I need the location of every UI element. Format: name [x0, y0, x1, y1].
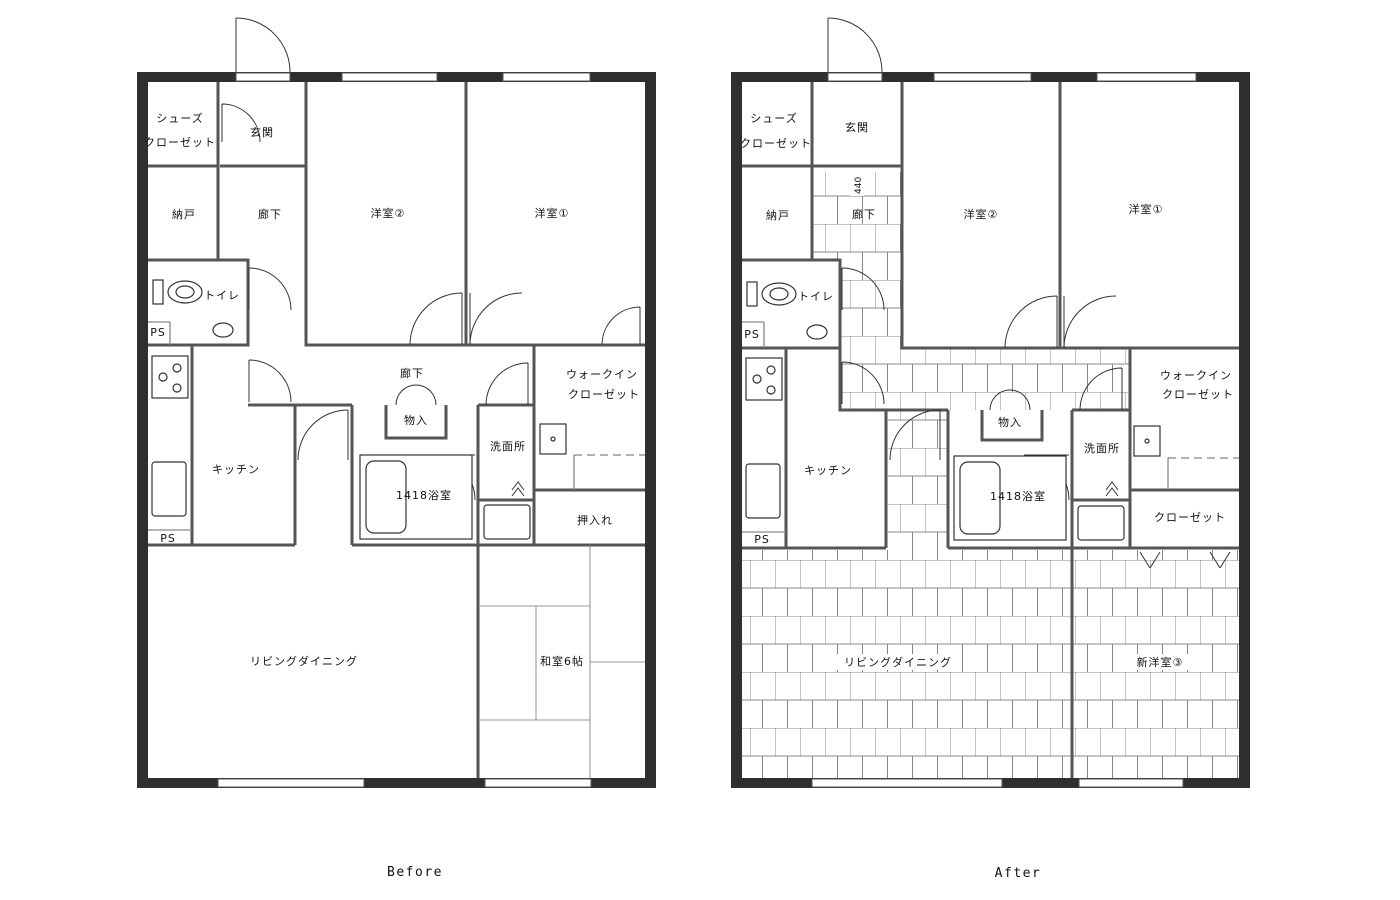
- front-door-icon: [827, 17, 883, 74]
- room-label-hallway-upper: 廊下: [852, 207, 876, 221]
- room-label-western-room-1: 洋室①: [1129, 202, 1164, 216]
- bathtub-icon: [359, 454, 473, 540]
- interior-walls: [148, 82, 645, 778]
- after-caption: After: [995, 866, 1042, 881]
- room-label-oshiire: 押入れ: [577, 513, 613, 527]
- room-label-entrance: 玄関: [250, 125, 274, 139]
- sink-icon: [151, 461, 187, 517]
- room-label-toilet: トイレ: [798, 290, 834, 303]
- room-label-toilet: トイレ: [204, 289, 240, 302]
- dimension-marker: 440: [850, 172, 864, 196]
- room-label-bathroom: 1418浴室: [396, 488, 452, 502]
- washbasin-icon: [1077, 505, 1125, 541]
- before-plan: シューズ クローゼット 玄関 納戸 廊下 洋室② 洋室① トイレ PS 廊下 ウ…: [137, 17, 656, 880]
- room-label-shoes-closet-2: クローゼット: [740, 137, 812, 150]
- room-label-ps: PS: [150, 326, 166, 339]
- front-door-icon: [235, 17, 291, 74]
- room-label-washroom: 洗面所: [1084, 442, 1120, 455]
- laundry-icon: [539, 423, 567, 455]
- stove-icon: [745, 357, 783, 401]
- room-label-ps-kitchen: PS: [160, 532, 176, 545]
- windows: [811, 72, 1197, 788]
- room-label-hallway-upper: 廊下: [258, 207, 282, 221]
- after-plan: 440 シューズ クローゼット 玄関 納戸 廊下 洋室② 洋室① トイレ PS …: [731, 17, 1250, 881]
- room-label-western-room-1: 洋室①: [535, 206, 570, 220]
- room-label-bathroom: 1418浴室: [990, 489, 1046, 503]
- room-label-new-western-room-3: 新洋室③: [1137, 655, 1184, 669]
- room-label-western-room-2: 洋室②: [371, 206, 406, 220]
- stove-icon: [151, 355, 189, 399]
- room-label-kitchen: キッチン: [804, 464, 852, 477]
- toilet-fixture-icon: [746, 281, 828, 340]
- room-label-washroom: 洗面所: [490, 440, 526, 453]
- laundry-icon: [1133, 425, 1161, 457]
- sink-icon: [745, 463, 781, 519]
- room-label-walkin-closet-2: クローゼット: [568, 388, 640, 401]
- room-label-entrance: 玄関: [845, 120, 869, 134]
- room-label-ps: PS: [744, 328, 760, 341]
- dimension-label: 440: [854, 177, 864, 194]
- room-label-living-dining: リビングダイニング: [250, 654, 358, 668]
- exterior-walls: [137, 72, 656, 788]
- interior-walls: [742, 82, 1239, 778]
- room-label-hallway-center: 廊下: [400, 366, 424, 380]
- toilet-fixture-icon: [152, 279, 234, 338]
- room-label-kitchen: キッチン: [212, 463, 260, 476]
- room-label-storage-small: 物入: [998, 415, 1022, 429]
- bathtub-icon: [953, 455, 1067, 541]
- room-label-ps-kitchen: PS: [754, 533, 770, 546]
- windows: [217, 72, 592, 788]
- washbasin-icon: [483, 504, 531, 540]
- room-label-storage-small: 物入: [404, 413, 428, 427]
- room-label-shoes-closet-2: クローゼット: [144, 136, 216, 149]
- room-label-storage: 納戸: [766, 209, 790, 222]
- room-label-shoes-closet: シューズ: [156, 111, 203, 125]
- room-label-storage: 納戸: [172, 208, 196, 221]
- before-caption: Before: [387, 865, 443, 880]
- room-label-walkin-closet-2: クローゼット: [1162, 388, 1234, 401]
- room-label-japanese-room: 和室6帖: [540, 654, 584, 668]
- room-label-living-dining: リビングダイニング: [844, 655, 952, 669]
- room-label-walkin-closet: ウォークイン: [566, 368, 638, 381]
- door-swings: [221, 103, 641, 501]
- room-label-walkin-closet: ウォークイン: [1160, 369, 1232, 382]
- room-label-western-room-2: 洋室②: [964, 207, 999, 221]
- room-label-closet: クローゼット: [1154, 511, 1226, 524]
- room-label-shoes-closet: シューズ: [750, 111, 797, 125]
